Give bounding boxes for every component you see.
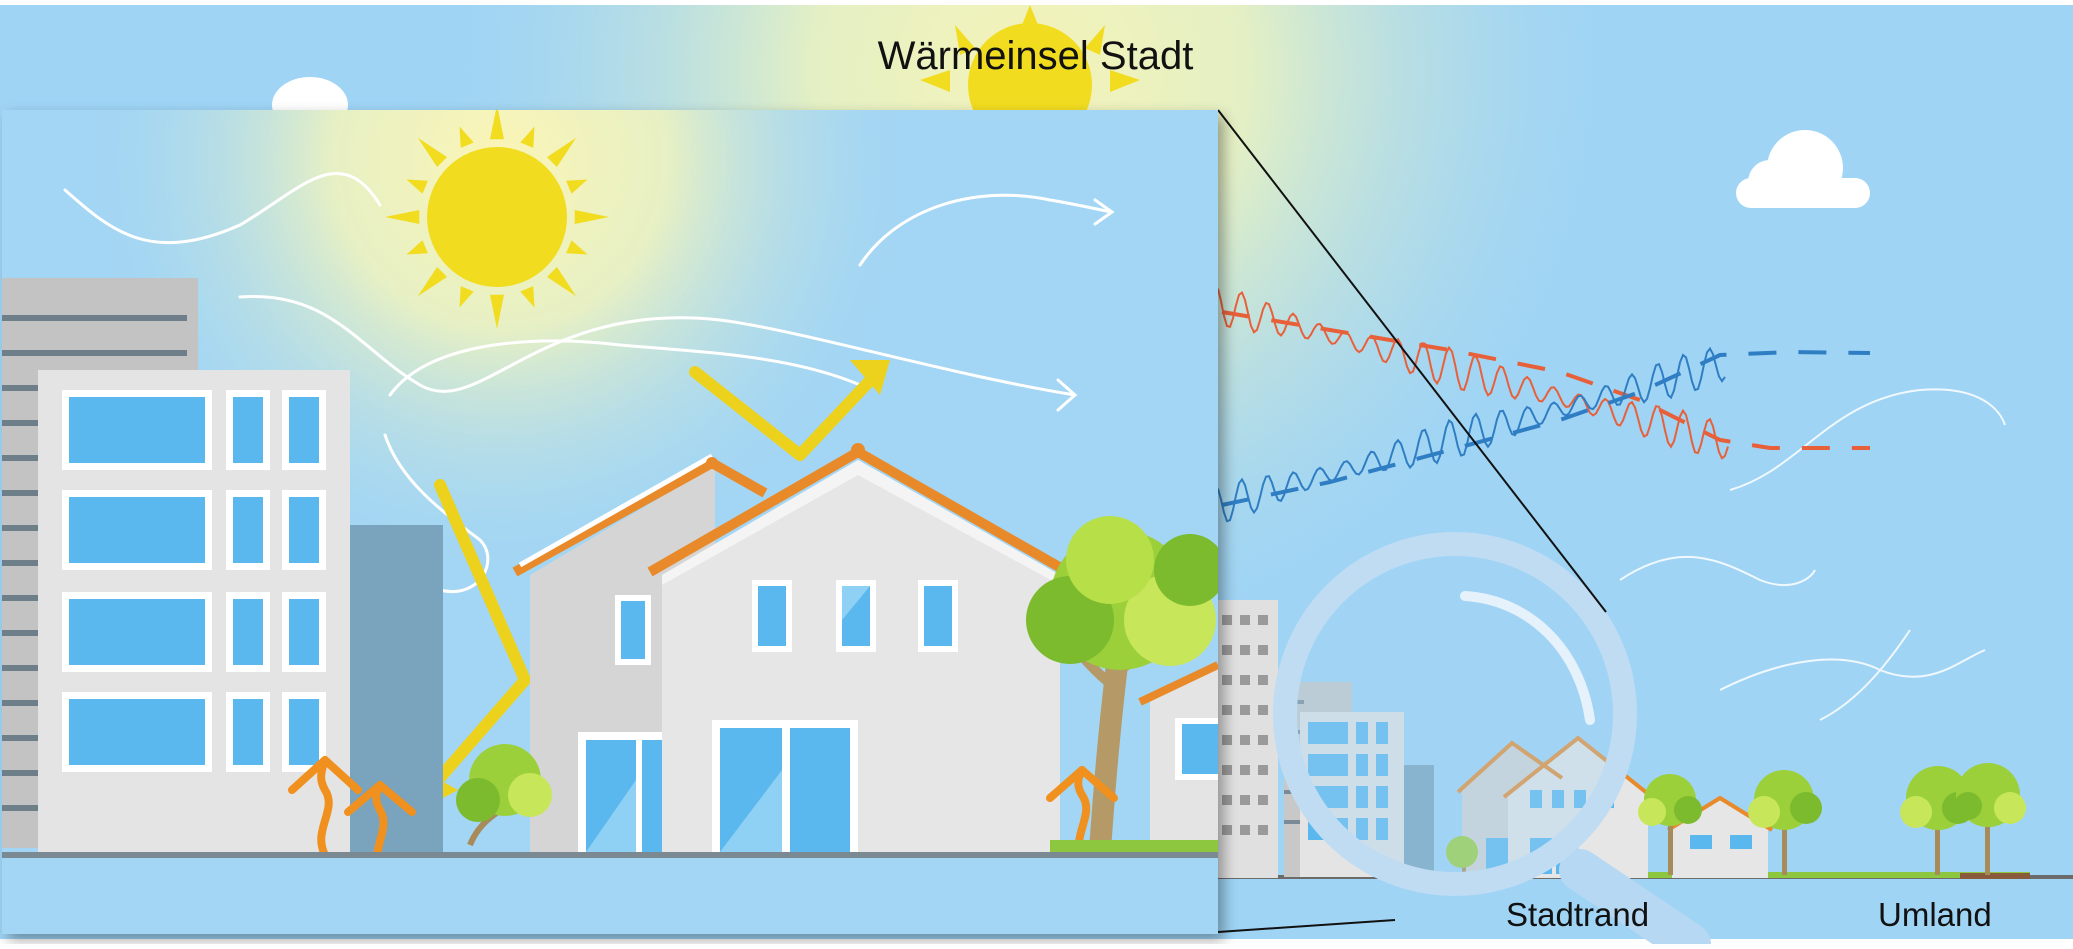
window-pane	[233, 599, 263, 665]
cloud-icon	[1736, 130, 1870, 208]
sun-ray	[459, 286, 474, 308]
tree-icon	[1954, 763, 2026, 875]
sun-icon	[385, 110, 609, 329]
window-pane	[69, 699, 205, 765]
sun-ray	[566, 240, 588, 255]
window-pane	[289, 397, 319, 463]
sun-ray	[406, 240, 428, 255]
sun-ray	[547, 137, 577, 167]
zoom-connector	[1217, 109, 1607, 933]
zone-label-stadtrand: Stadtrand	[1506, 896, 1650, 933]
apartment-building	[38, 370, 350, 855]
tree-icon	[456, 744, 552, 847]
house	[1138, 661, 1218, 852]
window-pane	[289, 699, 319, 765]
tree-icon	[1748, 770, 1822, 875]
window-pane	[233, 699, 263, 765]
sun-ray	[459, 126, 474, 148]
diagram-title: Wärmeinsel Stadt	[877, 34, 1194, 78]
sun-ray	[385, 210, 420, 224]
window-pane	[233, 497, 263, 563]
window-pane	[289, 497, 319, 563]
sun-ray	[417, 137, 447, 167]
sun-ray	[566, 179, 588, 194]
temperature-curve-rural	[1217, 346, 1726, 523]
sun-ray	[490, 110, 504, 140]
tree-icon	[1446, 836, 1478, 877]
radiation-arrow-icon	[419, 364, 886, 801]
window-pane	[289, 599, 319, 665]
window-pane	[69, 599, 205, 665]
magnifying-glass-icon	[1273, 532, 1711, 949]
sun-ray	[520, 286, 535, 308]
zoomed-city-scene	[2, 110, 1218, 934]
window-pane	[69, 497, 205, 563]
wind-line-icon	[1619, 388, 2006, 721]
sun-ray	[520, 126, 535, 148]
tree-icon	[1638, 774, 1702, 875]
temperature-trend-city	[1221, 310, 1870, 450]
sun-ray	[490, 294, 504, 329]
window-pane	[233, 397, 263, 463]
sun-ray	[547, 267, 577, 297]
temperature-curve-city	[1217, 288, 1729, 460]
sun-ray	[406, 179, 428, 194]
zone-label-umland: Umland	[1878, 896, 1992, 933]
tree-icon	[1026, 516, 1218, 861]
sun-ray	[574, 210, 609, 224]
window-pane	[69, 397, 205, 463]
sun-ray	[417, 267, 447, 297]
house	[647, 443, 1071, 852]
